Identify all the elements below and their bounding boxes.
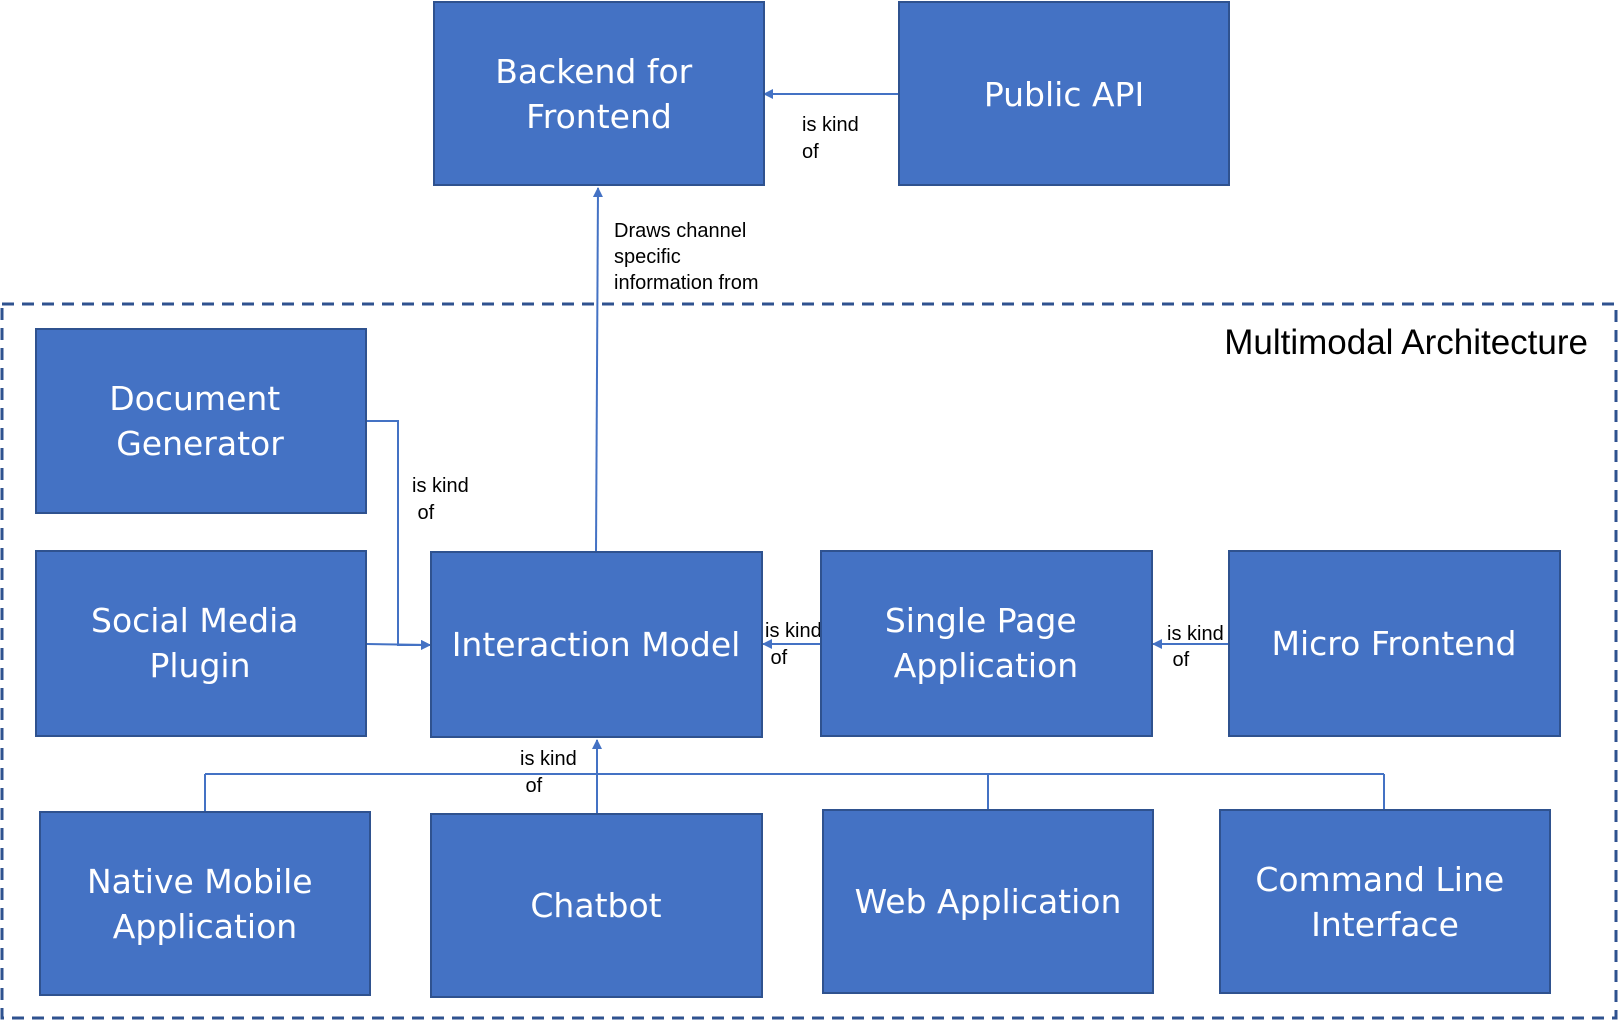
nodes: Backend for Frontend Public API Document… xyxy=(35,1,1561,998)
edge-single-page-application-to-interaction-model: is kind of xyxy=(762,620,827,669)
multimodal-architecture-boundary: Multimodal Architecture xyxy=(0,302,1618,1020)
svg-text:Document Generator: Document Generator xyxy=(109,379,290,463)
svg-text:Backend for Frontend: Backend for Frontend xyxy=(495,52,702,136)
svg-text:Chatbot: Chatbot xyxy=(530,886,661,925)
svg-text:Web Application: Web Application xyxy=(855,882,1122,921)
node-document-generator[interactable]: Document Generator xyxy=(35,328,367,514)
edge-label-document-generator: is kind of xyxy=(412,475,474,524)
node-social-media-plugin[interactable]: Social Media Plugin xyxy=(35,550,367,737)
edge-public-api-to-backend: is kind of xyxy=(763,89,898,163)
node-command-line-interface[interactable]: Command Line Interface xyxy=(1219,809,1551,994)
svg-text:Single Page Applicatio: Single Page Application xyxy=(885,601,1087,685)
svg-text:Native Mobile Applicat: Native Mobile Application xyxy=(87,862,323,946)
edge-micro-frontend-to-single-page-application: is kind of xyxy=(1152,623,1229,671)
svg-text:Interaction Model: Interaction Model xyxy=(452,625,741,664)
edge-label-public-api: is kind of xyxy=(802,114,864,163)
edge-label-draws-channel: Draws channel specific information from xyxy=(614,220,759,294)
node-interaction-model[interactable]: Interaction Model xyxy=(430,551,763,738)
edge-label-micro-frontend: is kind of xyxy=(1167,623,1229,671)
svg-text:Public API: Public API xyxy=(984,75,1144,114)
edges: is kind of Draws channel specific inform… xyxy=(204,89,1385,814)
node-micro-frontend[interactable]: Micro Frontend xyxy=(1228,550,1561,737)
node-single-page-application[interactable]: Single Page Application xyxy=(820,550,1153,737)
boundary-label: Multimodal Architecture xyxy=(1224,323,1588,362)
svg-text:Command Line Interface: Command Line Interface xyxy=(1255,860,1514,944)
node-backend-for-frontend[interactable]: Backend for Frontend xyxy=(433,1,765,186)
node-native-mobile-application[interactable]: Native Mobile Application xyxy=(39,811,371,996)
edge-social-media-plugin-to-interaction-model xyxy=(366,639,431,650)
edge-interaction-model-to-backend: Draws channel specific information from xyxy=(592,187,759,553)
node-web-application[interactable]: Web Application xyxy=(822,809,1154,994)
svg-text:Micro Frontend: Micro Frontend xyxy=(1272,624,1517,663)
node-chatbot[interactable]: Chatbot xyxy=(430,813,763,998)
node-public-api[interactable]: Public API xyxy=(898,1,1230,186)
edge-bottom-channels-to-interaction-model: is kind of xyxy=(204,739,1385,814)
svg-text:Social Media Plugin: Social Media Plugin xyxy=(91,601,309,685)
edge-label-bottom-channels: is kind of xyxy=(520,748,582,797)
edge-label-single-page-application: is kind of xyxy=(765,620,827,669)
